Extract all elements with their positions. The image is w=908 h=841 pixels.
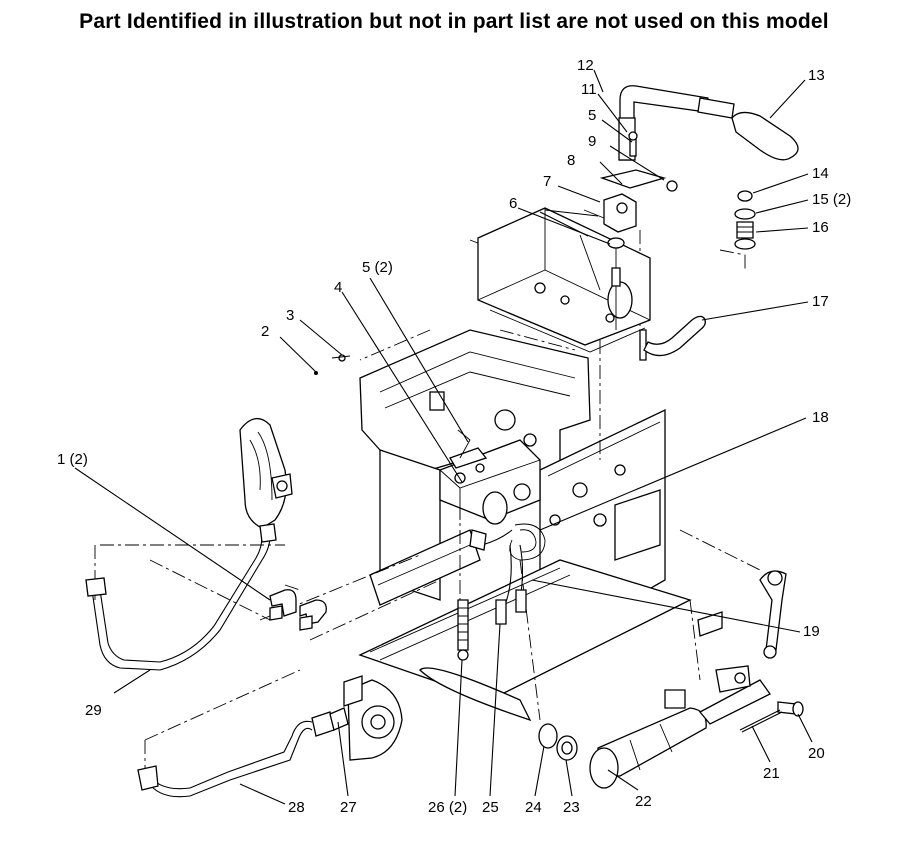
diagram-note: Part Identified in illustration but not … [79,10,829,33]
chassis-frame [94,230,761,770]
lift-cylinder [419,665,771,789]
control-valve [314,354,541,525]
callout-26: 26 (2) [428,799,467,816]
pivot-hardware [583,131,678,330]
callout-23: 23 [563,799,580,816]
callout-4: 4 [334,279,342,296]
callout-1: 1 (2) [57,451,88,468]
callout-20: 20 [808,745,825,762]
control-lever [618,85,799,161]
callout-12: 12 [577,57,594,74]
hydraulic-hoses [469,523,546,625]
callout-22: 22 [635,793,652,810]
callout-16: 16 [812,219,829,236]
callout-5-2: 5 (2) [362,259,393,276]
bellcrank-arm [697,570,787,659]
callout-27: 27 [340,799,357,816]
callout-7: 7 [543,173,551,190]
callout-5: 5 [588,107,596,124]
stud [457,599,469,661]
callout-3: 3 [286,307,294,324]
callout-18: 18 [812,409,829,426]
callout-15: 15 (2) [812,191,851,208]
callout-13: 13 [808,67,825,84]
callout-21: 21 [763,765,780,782]
callouts: 12 11 5 9 8 7 6 13 14 15 (2) 16 17 18 19… [57,57,851,816]
link-arm [639,315,706,361]
callout-17: 17 [812,293,829,310]
leader-lines [74,69,813,805]
hydraulic-pump [239,418,293,529]
spring-set [734,190,756,250]
callout-8: 8 [567,152,575,169]
callout-29: 29 [85,702,102,719]
callout-19: 19 [803,623,820,640]
callout-2: 2 [261,323,269,340]
callout-28: 28 [288,799,305,816]
tube-29 [85,523,277,671]
callout-6: 6 [509,195,517,212]
pin-hardware [739,701,804,733]
tube-28 [137,675,403,798]
callout-11: 11 [581,81,597,98]
callout-24: 24 [525,799,542,816]
callout-14: 14 [812,165,829,182]
callout-25: 25 [482,799,499,816]
hose-elbows [269,589,327,631]
callout-9: 9 [588,133,596,150]
